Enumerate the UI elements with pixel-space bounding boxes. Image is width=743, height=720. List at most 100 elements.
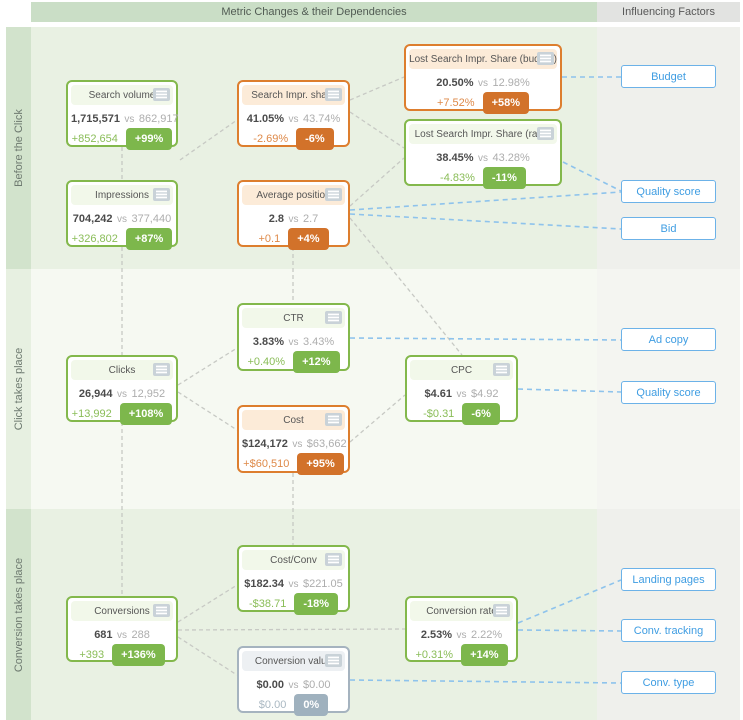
list-menu-icon[interactable] [153,604,170,617]
factor-ad-copy[interactable]: Ad copy [621,328,716,351]
metric-card-cost-conv[interactable]: Cost/Conv$182.34 vs $221.05-$38.71-18% [237,545,350,615]
list-menu-icon[interactable] [325,311,342,324]
metric-change: +393+136% [71,644,173,666]
card-header: Average position [242,185,345,205]
factor-budget[interactable]: Budget [621,65,716,88]
connector [517,629,622,632]
current-value: 3.83% [252,336,285,348]
previous-value: 43.28% [492,152,530,164]
percent-change-badge: +108% [119,403,173,425]
metric-title: Lost Search Impr. Share (rank) [414,128,552,140]
metric-card-cpc[interactable]: CPC$4.61 vs $4.92-$0.31-6% [405,355,518,425]
vs-label: vs [288,680,299,691]
metric-change: +326,802+87% [71,228,173,250]
metric-values: $4.61 vs $4.92 [410,384,513,402]
metric-values: 20.50% vs 12.98% [409,73,557,91]
metric-values: 1,715,571 vs 862,917 [71,109,179,127]
factor-conv-tracking[interactable]: Conv. tracking [621,619,716,642]
right-column-header: Influencing Factors [597,2,740,22]
metric-title: Average position [256,189,331,201]
current-value: 2.8 [268,213,285,225]
list-menu-icon[interactable] [325,413,342,426]
vs-label: vs [124,114,135,125]
current-value: 38.45% [436,152,474,164]
metric-card-impressions[interactable]: Impressions 704,242 vs 377,440+326,802+87… [66,180,178,250]
list-menu-icon[interactable] [325,188,342,201]
vs-label: vs [478,153,488,164]
vs-label: vs [288,579,299,590]
factor-bid[interactable]: Bid [621,217,716,240]
list-menu-icon[interactable] [325,553,342,566]
metric-change: +852,654+99% [71,128,173,150]
factor-landing-pages[interactable]: Landing pages [621,568,716,591]
previous-value: $63,662 [306,438,347,450]
metric-title: Search volume [88,89,156,101]
vs-label: vs [117,630,127,641]
metric-card-lost-impr-share-budget[interactable]: Lost Search Impr. Share (budget) 20.50% v… [404,44,562,114]
list-menu-icon[interactable] [325,654,342,667]
metric-card-cost[interactable]: Cost$124,172 vs $63,662+$60,510+95% [237,405,350,475]
card-header: Conversion value [242,651,345,671]
card-header: Cost [242,410,345,430]
connector [177,636,238,676]
metric-values: $0.00 vs $0.00 [242,675,345,693]
metric-title: Conversion value [254,655,333,667]
metric-card-lost-impr-share-rank[interactable]: Lost Search Impr. Share (rank)38.45% vs … [404,119,562,189]
previous-value: $221.05 [302,578,343,590]
previous-value: 12,952 [131,388,166,400]
list-menu-icon[interactable] [153,88,170,101]
list-menu-icon[interactable] [153,188,170,201]
previous-value: 288 [131,629,150,641]
percent-change-badge: +12% [293,351,340,373]
current-value: 1,715,571 [71,113,120,125]
vs-label: vs [288,114,299,125]
metric-change: +13,992+108% [71,403,173,425]
percent-change-badge: +95% [297,453,344,475]
connector [349,337,622,341]
metric-values: 3.83% vs 3.43% [242,332,345,350]
factor-conv-type[interactable]: Conv. type [621,671,716,694]
previous-value: $0.00 [302,679,331,691]
card-header: Cost/Conv [242,550,345,570]
card-header: Lost Search Impr. Share (budget) [409,49,557,69]
percent-change-badge: +99% [125,128,173,150]
current-value: 20.50% [436,77,474,89]
connector [177,584,238,623]
metric-title: CTR [283,312,304,324]
delta-value: +393 [79,649,105,661]
vs-label: vs [292,439,303,450]
metric-change: +0.1+4% [242,228,345,250]
card-header: Impressions [71,185,173,205]
metric-title: Cost [283,414,304,426]
connector [349,76,405,101]
previous-value: 43.74% [302,113,341,125]
list-menu-icon[interactable] [493,604,510,617]
previous-value: 862,917 [138,113,179,125]
metric-values: 704,242 vs 377,440 [71,209,173,227]
factor-quality-score-1[interactable]: Quality score [621,180,716,203]
list-menu-icon[interactable] [537,127,554,140]
list-menu-icon[interactable] [325,88,342,101]
list-menu-icon[interactable] [153,363,170,376]
card-header: Conversions [71,601,173,621]
metric-title: Clicks [108,364,136,376]
metric-change: -$38.71-18% [242,593,345,615]
metric-change: +$60,510+95% [242,453,345,475]
list-menu-icon[interactable] [537,52,554,65]
factor-quality-score-2[interactable]: Quality score [621,381,716,404]
connector [517,388,622,393]
vs-label: vs [456,630,467,641]
list-menu-icon[interactable] [493,363,510,376]
current-value: 2.53% [420,629,453,641]
previous-value: 3.43% [302,336,335,348]
